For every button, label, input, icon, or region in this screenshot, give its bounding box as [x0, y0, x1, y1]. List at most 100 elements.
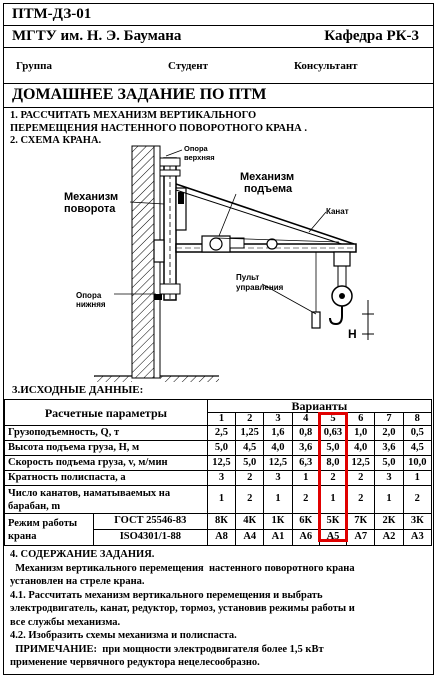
cell: А6 [291, 529, 320, 546]
cell: 2 [346, 485, 376, 514]
cell: А2 [374, 529, 404, 546]
hook [329, 306, 343, 326]
cell: 0,8 [291, 425, 320, 441]
variant-number: 1 [206, 412, 237, 426]
department-name: Кафедра РК-3 [324, 28, 419, 44]
institution-row: МГТУ им. Н. Э. Баумана Кафедра РК-3 [4, 26, 433, 48]
crane-diagram: H Опора верхняя Механизм подъема Механиз… [64, 144, 374, 382]
task-line-1: 1. РАССЧИТАТЬ МЕХАНИЗМ ВЕРТИКАЛЬНОГО [10, 110, 257, 121]
group-label: Группа [16, 60, 52, 72]
cell: 3,6 [374, 440, 404, 456]
wall [131, 145, 155, 379]
upper-support [159, 157, 181, 167]
cell: 5,0 [235, 455, 265, 471]
table-row: Высота подъема груза, H, м 5,0 4,5 4,0 3… [4, 440, 433, 456]
cell: А3 [402, 529, 433, 546]
lifting-mechanism-label-1: Механизм [240, 171, 294, 183]
table-row: Скорость подъема груза, v, м/мин 12,5 5,… [4, 455, 433, 471]
variant-number: 8 [402, 412, 433, 426]
cell: 7К [346, 513, 376, 530]
task-text: 1. РАССЧИТАТЬ МЕХАНИЗМ ВЕРТИКАЛЬНОГО ПЕР… [10, 110, 427, 148]
cell: 5,0 [206, 440, 237, 456]
row-label: Число канатов, наматываемых на барабан, … [4, 485, 208, 514]
assignment-sheet: ПТМ-ДЗ-01 МГТУ им. Н. Э. Баумана Кафедра… [3, 3, 434, 675]
variant-highlight [318, 412, 348, 542]
mode-label-line-2: крана [8, 530, 37, 542]
cell: 4,0 [263, 440, 293, 456]
variant-number: 2 [235, 412, 265, 426]
cell: 1,25 [235, 425, 265, 441]
cell: 2 [291, 485, 320, 514]
cell: 1 [402, 470, 433, 486]
rotation-mechanism-label-2: поворота [64, 203, 116, 215]
cell: 2 [235, 485, 265, 514]
cell: 6К [291, 513, 320, 530]
initial-data-heading: 3.ИСХОДНЫЕ ДАННЫЕ: [12, 384, 144, 396]
upper-support-label-1: Опора [184, 144, 209, 153]
cell: А7 [346, 529, 376, 546]
student-info-row: Группа Студент Консультант [4, 48, 433, 84]
cell: 12,5 [263, 455, 293, 471]
cell: 10,0 [402, 455, 433, 471]
contents-line-7: 4.2. Изобразить схемы механизма и полисп… [10, 630, 237, 641]
cell: 6,3 [291, 455, 320, 471]
page-title: ДОМАШНЕЕ ЗАДАНИЕ ПО ПТМ [12, 86, 267, 103]
university-name: МГТУ им. Н. Э. Баумана [12, 28, 182, 44]
standard-label: ГОСТ 25546-83 [92, 513, 208, 530]
cell: 2 [346, 470, 376, 486]
param-header: Расчетные параметры [4, 399, 208, 426]
contents-line-2: Механизм вертикального перемещения насте… [10, 562, 355, 574]
contents-line-1: 4. СОДЕРЖАНИЕ ЗАДАНИЯ. [10, 549, 155, 560]
cell: 1 [263, 485, 293, 514]
table-row: Число канатов, наматываемых на барабан, … [4, 485, 433, 514]
control-panel-label-1: Пульт [236, 273, 259, 282]
contents-line-9: применение червячного редуктора нецелесо… [10, 657, 260, 668]
rotation-mechanism-label-1: Механизм [64, 191, 118, 203]
cell: 4,5 [402, 440, 433, 456]
rope-pulley [266, 238, 278, 250]
mode-label-line-1: Режим работы [8, 517, 78, 529]
contents-text: 4. СОДЕРЖАНИЕ ЗАДАНИЯ. Механизм вертикал… [10, 548, 427, 670]
cell: 1К [263, 513, 293, 530]
cell: 4,5 [235, 440, 265, 456]
title-row: ДОМАШНЕЕ ЗАДАНИЕ ПО ПТМ [4, 84, 433, 108]
cell: 2К [374, 513, 404, 530]
control-panel-label-2: управления [236, 283, 284, 292]
variant-number: 3 [263, 412, 293, 426]
contents-line-8: ПРИМЕЧАНИЕ: при мощности электродвигател… [10, 643, 324, 655]
cell: 1 [291, 470, 320, 486]
cell: 3 [206, 470, 237, 486]
cell: 3 [263, 470, 293, 486]
lifting-mechanism-label-2: подъема [244, 183, 293, 195]
table-row: ISO4301/1-88 А8 А4 А1 А6 А5 А7 А2 А3 [5, 529, 433, 546]
table-row: Кратность полиспаста, a 3 2 3 1 2 2 3 1 [4, 470, 433, 486]
height-label: H [348, 327, 357, 341]
upper-support-label-2: верхняя [184, 153, 215, 162]
cell: 12,5 [206, 455, 237, 471]
cell: А8 [206, 529, 237, 546]
contents-line-3: установлен на стреле крана. [10, 576, 145, 587]
cell: 1,0 [346, 425, 376, 441]
consultant-label: Консультант [294, 60, 358, 72]
cell: 2,0 [374, 425, 404, 441]
code-row: ПТМ-ДЗ-01 [4, 4, 433, 26]
cell: 1 [206, 485, 237, 514]
cell: 3 [374, 470, 404, 486]
cell: 12,5 [346, 455, 376, 471]
table-row: Грузоподъемность, Q, т 2,5 1,25 1,6 0,8 … [4, 425, 433, 441]
cell: 2,5 [206, 425, 237, 441]
cell: 5,0 [374, 455, 404, 471]
variant-number: 7 [374, 412, 404, 426]
lower-support-label-2: нижняя [76, 300, 106, 309]
student-label: Студент [168, 60, 209, 72]
tie-rod [175, 183, 355, 245]
row-label: Скорость подъема груза, v, м/мин [4, 455, 208, 471]
cell: А1 [263, 529, 293, 546]
row-label: Высота подъема груза, H, м [4, 440, 208, 456]
variant-number: 4 [291, 412, 320, 426]
cell: 8К [206, 513, 237, 530]
cell: 3,6 [291, 440, 320, 456]
cell: 1 [374, 485, 404, 514]
cell: 1,6 [263, 425, 293, 441]
row-label: Кратность полиспаста, a [4, 470, 208, 486]
